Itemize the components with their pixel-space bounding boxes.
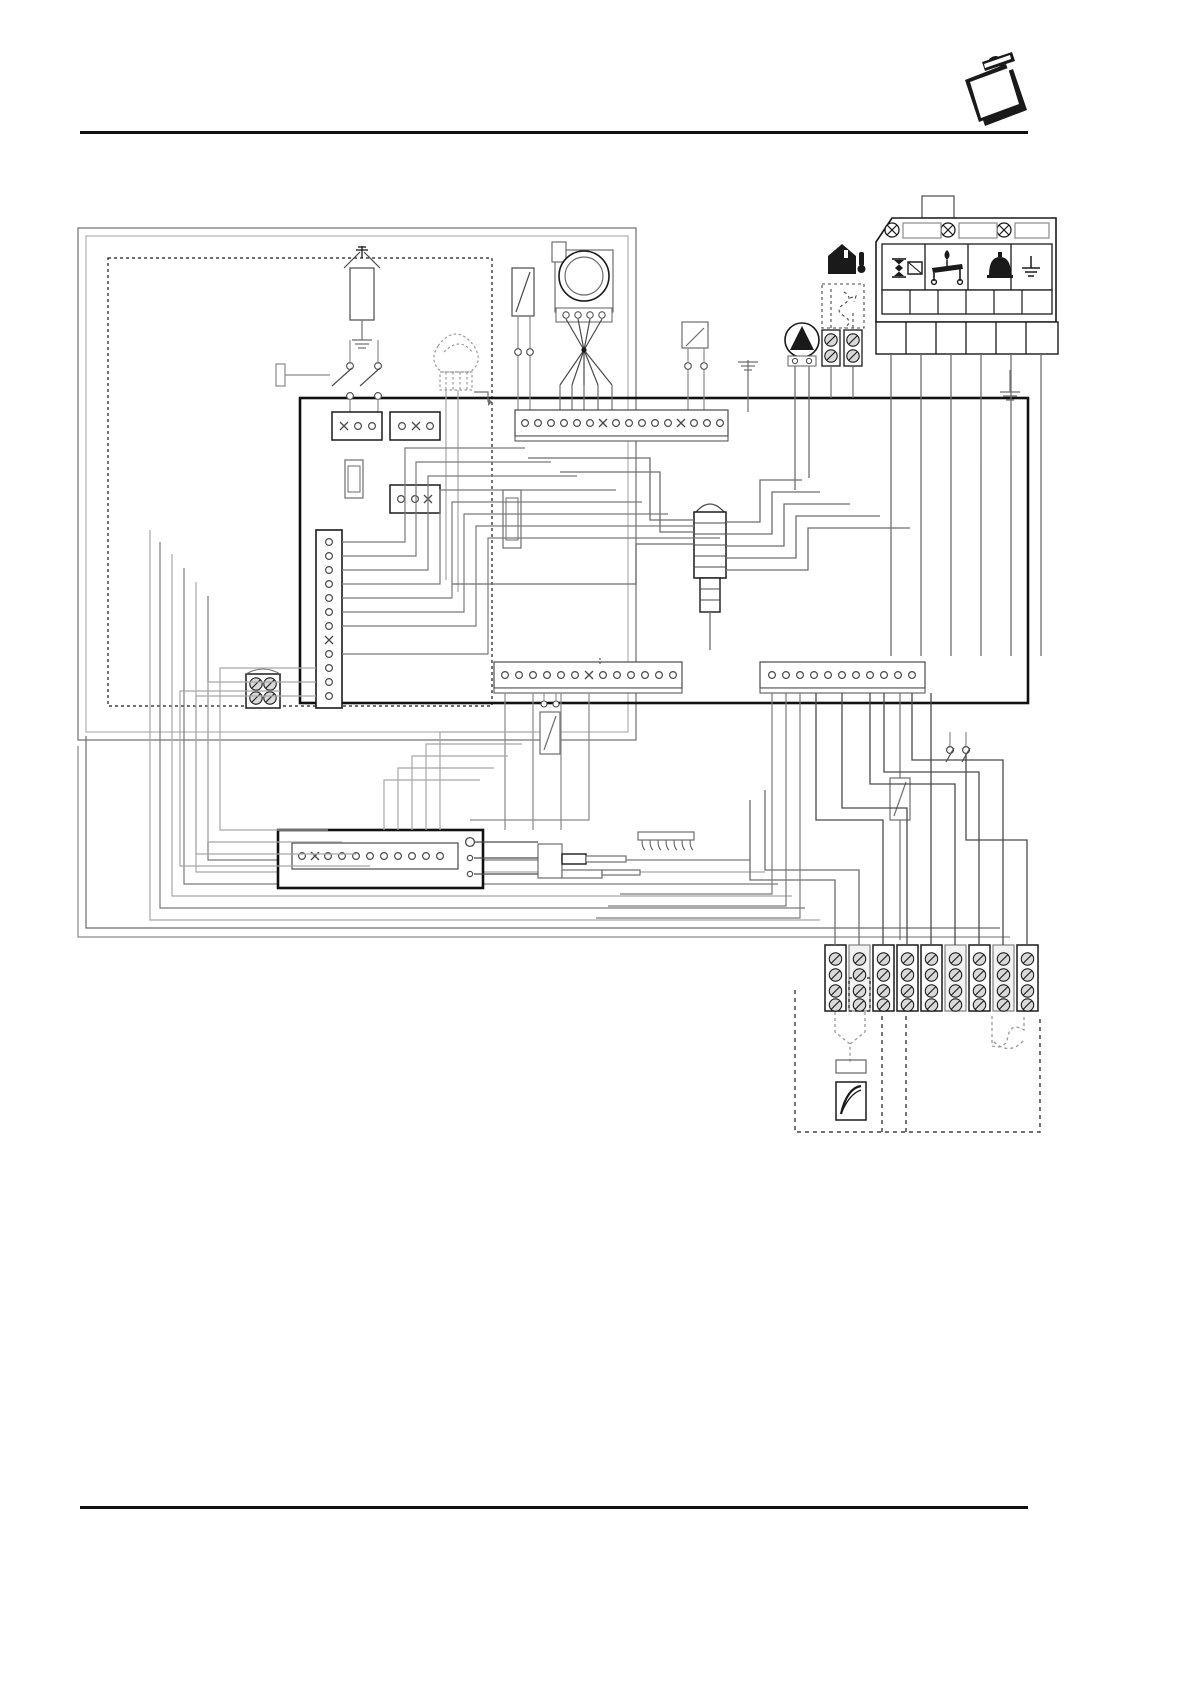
filter-hourglass-icon: [892, 258, 923, 278]
motor-circle-icon: [551, 241, 614, 412]
house-thermometer-icon: [828, 244, 866, 274]
display-window-3: [1014, 222, 1050, 239]
burner-flame-icon: [930, 250, 964, 286]
earth-ground-right-icon: [1000, 370, 1020, 401]
terminal-strip-mid-right[interactable]: [759, 661, 926, 694]
small-connector-a[interactable]: [331, 411, 383, 441]
terminal-column[interactable]: [1016, 944, 1039, 1012]
fuse-holder-2: [502, 489, 522, 549]
vertical-terminal-strip-left[interactable]: [315, 529, 343, 709]
wiring-diagram-canvas: [60, 180, 1070, 1160]
terminal-column[interactable]: [944, 944, 967, 1012]
igniter-electrode-icon: [343, 246, 381, 349]
toggle-switch-icon[interactable]: [275, 340, 382, 412]
main-terminal-strip-top[interactable]: [514, 409, 729, 442]
display-window-2: [958, 222, 998, 239]
control-board-enclosure: [298, 396, 1030, 705]
pump-triangle-circle-icon: [784, 322, 820, 490]
fan-blades-icon: [637, 831, 695, 851]
panel-connector-row: [875, 321, 1059, 355]
small-connector-b[interactable]: [389, 411, 441, 441]
terminal-strip-bottom[interactable]: [276, 828, 485, 890]
terminal-column[interactable]: [872, 944, 895, 1012]
resistor-right-lower-icon: [889, 693, 911, 940]
panel-earth-ground-icon: [1022, 256, 1040, 277]
indicator-lamp-icon: [835, 1081, 867, 1121]
outer-enclosure: [77, 227, 637, 741]
limit-switch-icon[interactable]: [681, 321, 709, 412]
terminal-strip-mid-left[interactable]: [493, 658, 683, 694]
junction-box-upper-right: [821, 288, 863, 398]
terminal-column[interactable]: [848, 944, 871, 1012]
terminal-column[interactable]: [824, 944, 847, 1012]
terminal-column[interactable]: [920, 944, 943, 1012]
bell-alarm-icon: [987, 252, 1013, 278]
external-coil-icon: [991, 1016, 1025, 1050]
external-device-area: [794, 990, 1041, 1133]
terminal-column[interactable]: [968, 944, 991, 1012]
junction-box-left: [245, 668, 281, 709]
inline-fuse-icon: [834, 1012, 867, 1074]
header-rule: [80, 131, 1028, 134]
resistor-icon: [511, 267, 535, 412]
room-sensor-dashed-box: [821, 283, 865, 329]
clipboard-icon: [965, 52, 1027, 126]
terminal-column[interactable]: [992, 944, 1015, 1012]
resistor-lower-icon: [539, 693, 561, 755]
earth-ground-icon: [738, 360, 758, 412]
relay-coil-icon: [693, 503, 727, 650]
terminal-column[interactable]: [896, 944, 919, 1012]
burner-assembly-icon: [474, 841, 641, 879]
fuse-holder-1: [344, 459, 364, 499]
photocell-dashed-icon: [433, 333, 479, 391]
photocell-signal-arrow: [474, 391, 492, 406]
control-panel[interactable]: [875, 195, 1059, 510]
small-connector-c[interactable]: [389, 484, 441, 514]
panel-subcells-row1: [881, 289, 1053, 315]
footer-rule: [80, 1506, 1028, 1509]
display-window-1: [902, 222, 942, 239]
inner-enclosure: [107, 257, 493, 707]
screw-terminal-block-bottom-right[interactable]: [824, 944, 1039, 1012]
